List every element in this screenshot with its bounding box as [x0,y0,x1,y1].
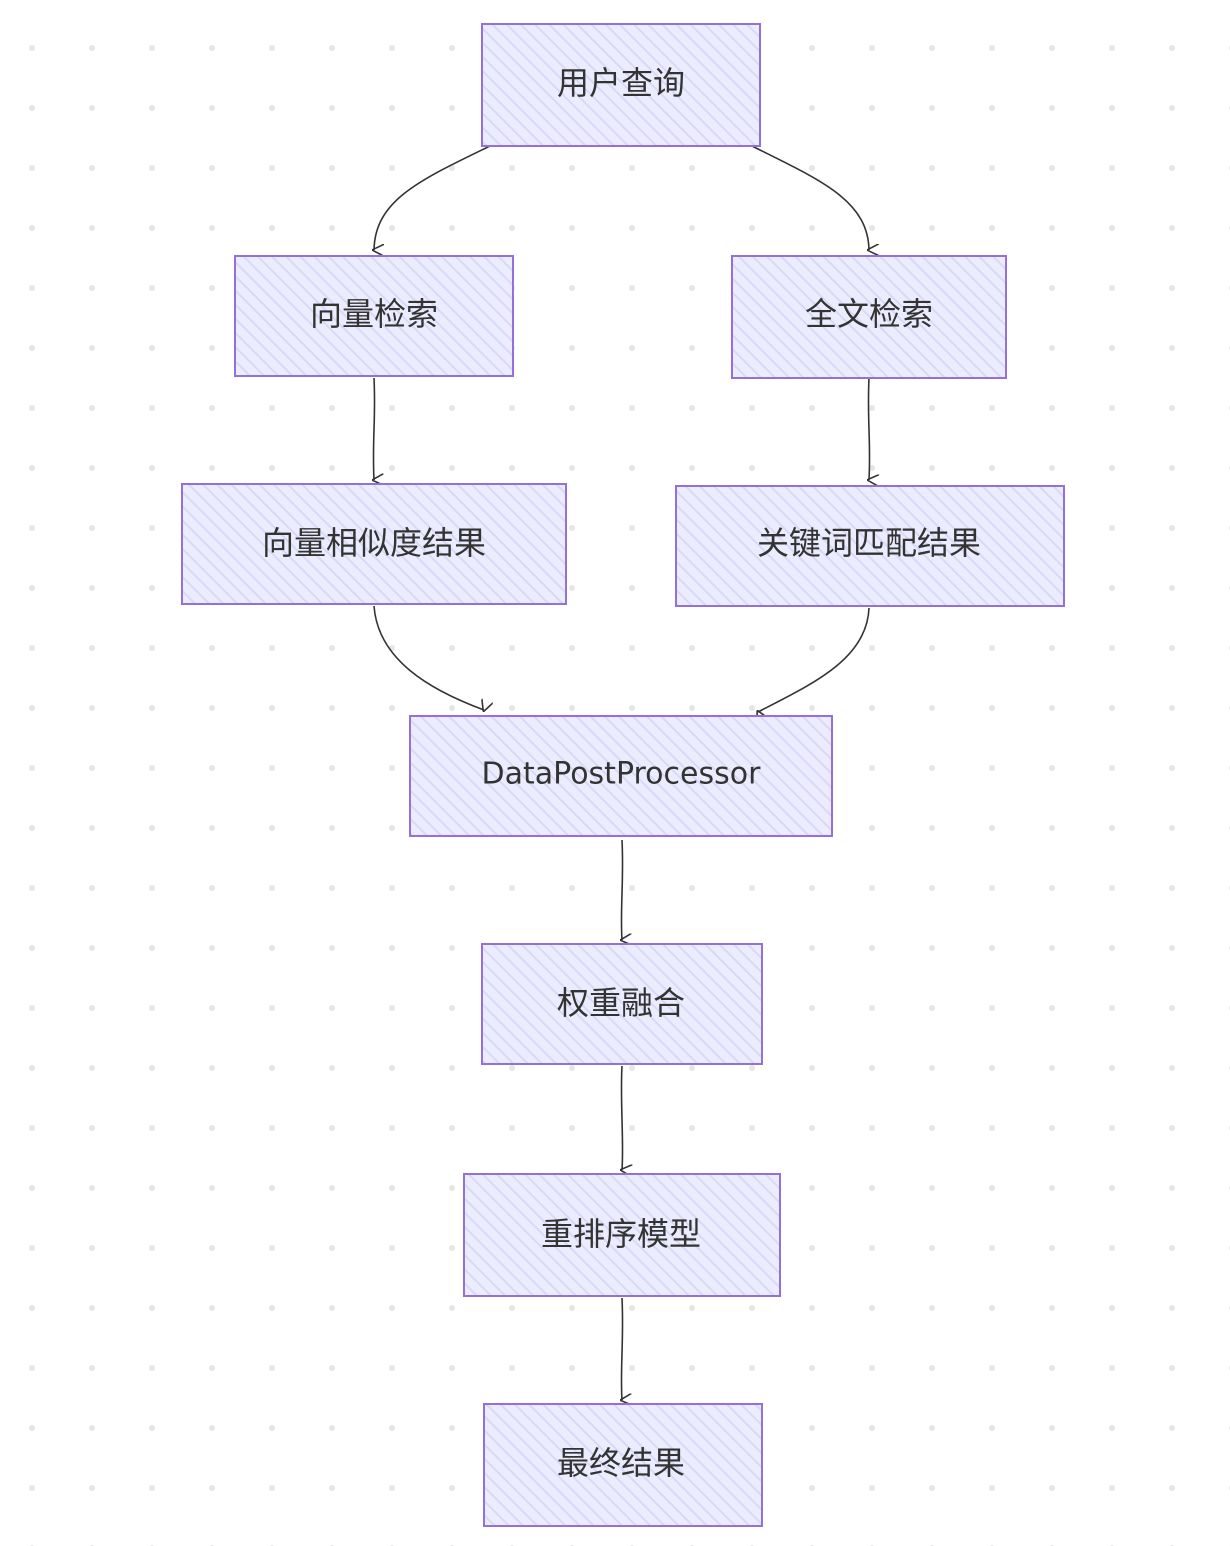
node-box [463,1173,781,1297]
edge-keyword-match-result-to-data-post-processor [758,607,870,712]
node-label: 用户查询 [557,64,685,102]
edges [373,145,870,1400]
node-box [481,943,763,1065]
node-label: 向量检索 [310,295,438,333]
edge-vector-similarity-result-to-data-post-processor [373,605,484,710]
edge-rerank-model-to-final-result [621,1297,622,1400]
node-rerank-model: 重排序模型 [463,1173,781,1297]
node-box [675,485,1065,607]
node-user-query: 用户查询 [481,23,761,147]
node-box [481,23,761,147]
node-box [409,715,833,837]
node-box [234,255,514,377]
edge-vector-search-to-vector-similarity-result [373,377,374,480]
node-label: DataPostProcessor [482,757,762,792]
node-label: 全文检索 [805,295,933,333]
edge-fulltext-search-to-keyword-match-result [868,377,869,480]
node-vector-similarity-result: 向量相似度结果 [181,483,567,605]
node-fulltext-search: 全文检索 [731,255,1007,379]
node-box [731,255,1007,379]
edge-data-post-processor-to-weight-fusion [621,839,622,940]
edge-user-query-to-fulltext-search [751,145,869,250]
node-box [483,1403,763,1527]
node-vector-search: 向量检索 [234,255,514,377]
edge-weight-fusion-to-rerank-model [621,1065,622,1170]
node-label: 权重融合 [557,984,685,1022]
node-label: 最终结果 [557,1444,685,1482]
node-box [181,483,567,605]
edge-user-query-to-vector-search [374,145,491,250]
node-label: 关键词匹配结果 [757,524,981,562]
node-label: 重排序模型 [541,1215,701,1253]
node-final-result: 最终结果 [483,1403,763,1527]
node-label: 向量相似度结果 [262,524,486,562]
node-keyword-match-result: 关键词匹配结果 [675,485,1065,607]
node-data-post-processor: DataPostProcessor [409,715,833,837]
node-weight-fusion: 权重融合 [481,943,763,1065]
